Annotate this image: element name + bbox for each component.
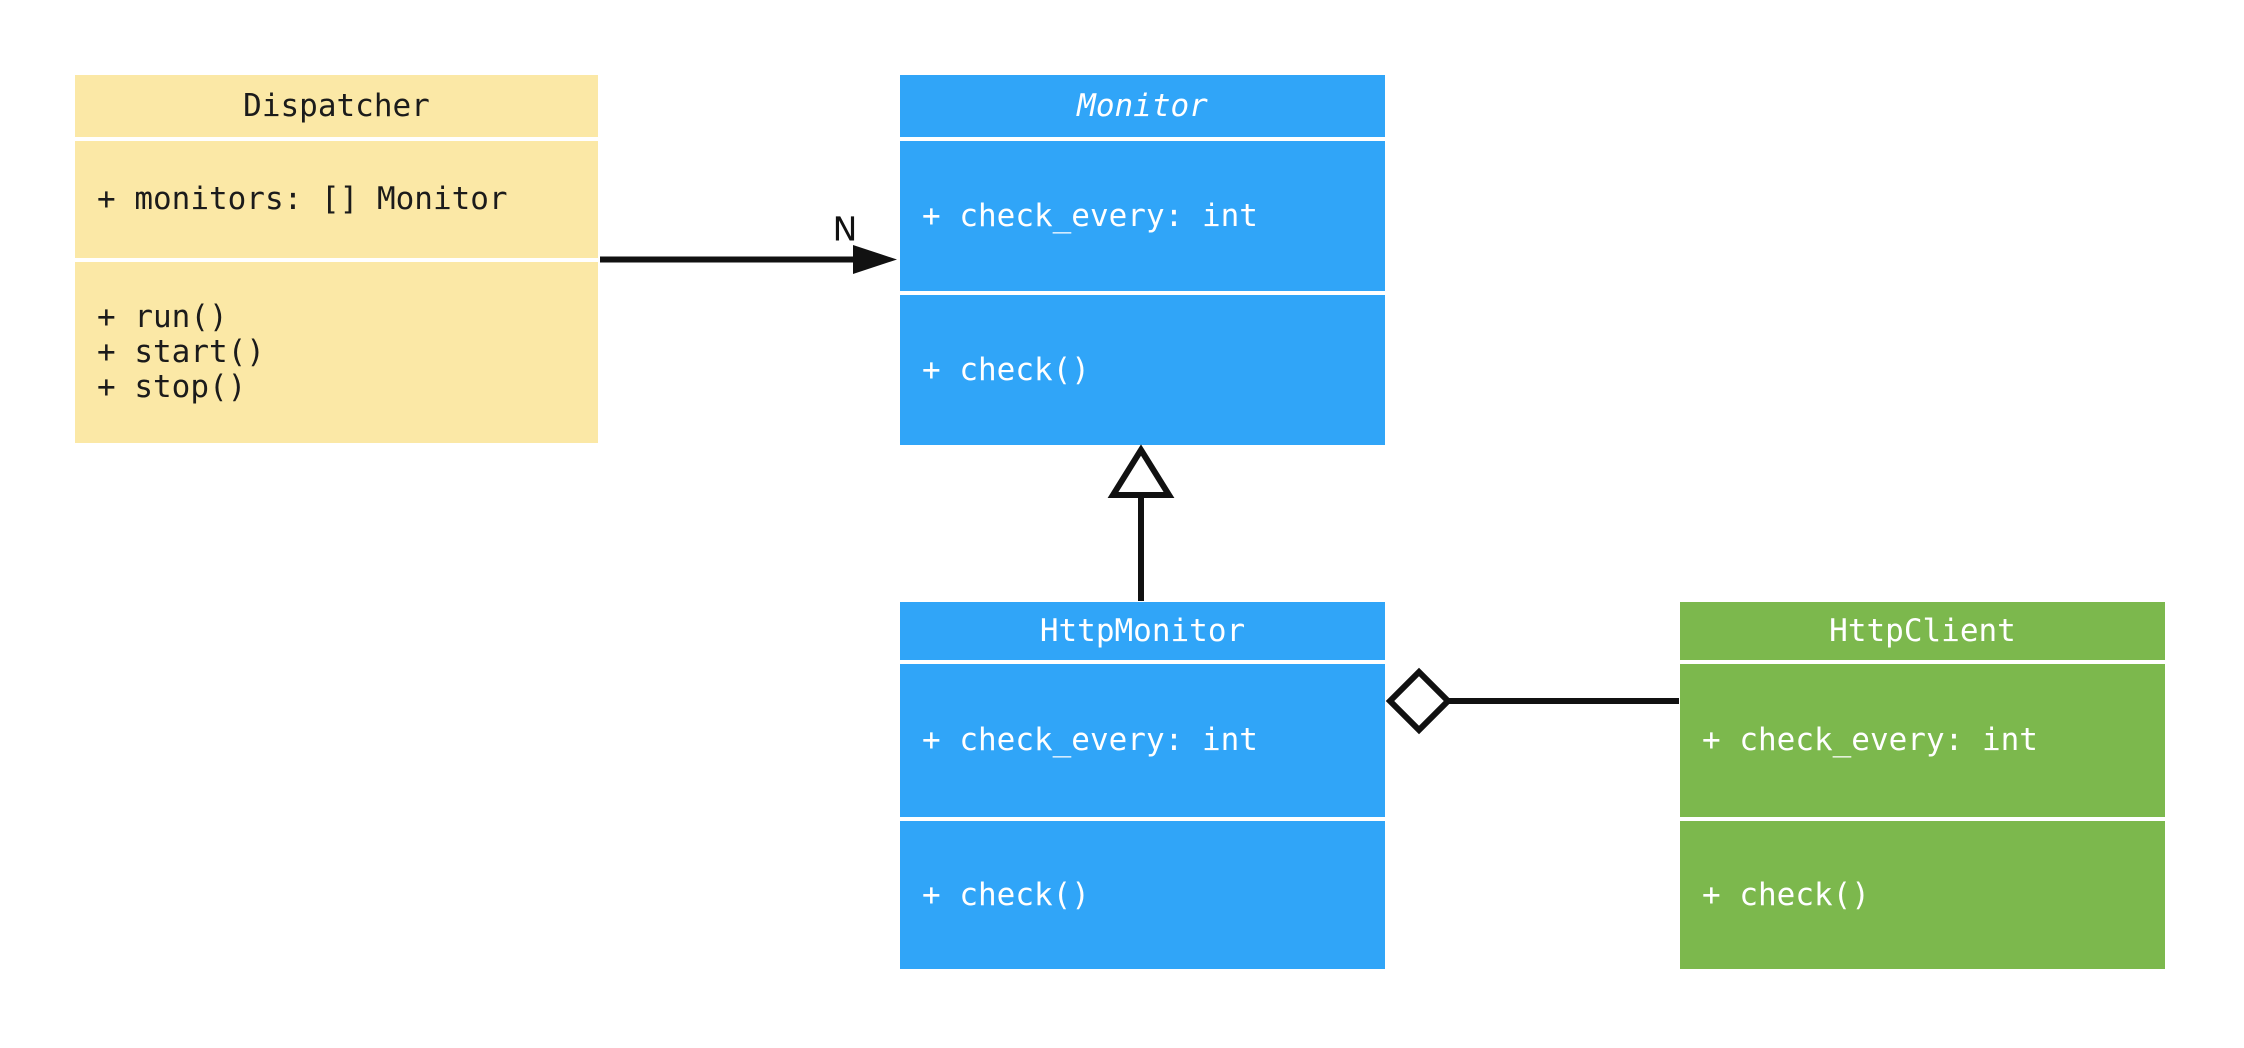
class-httpmonitor-methods: + check() <box>900 821 1385 969</box>
class-httpclient-methods: + check() <box>1680 821 2165 969</box>
class-monitor-attributes: + check_every: int <box>900 141 1385 291</box>
method-line: + stop() <box>97 369 247 405</box>
method-line: + check() <box>922 876 1090 913</box>
class-dispatcher-methods: + run() + start() + stop() <box>75 262 598 443</box>
method-line: + start() <box>97 334 265 370</box>
class-dispatcher-attributes: + monitors: [] Monitor <box>75 141 598 258</box>
association-multiplicity-label: N <box>832 209 858 249</box>
inheritance-triangle-icon <box>1107 444 1175 498</box>
class-httpmonitor: HttpMonitor + check_every: int + check() <box>900 602 1385 969</box>
class-monitor-title: Monitor <box>900 75 1385 137</box>
aggregation-diamond-icon <box>1385 667 1453 735</box>
class-dispatcher-title: Dispatcher <box>75 75 598 137</box>
association-arrowhead-icon <box>853 245 897 274</box>
method-line: + run() <box>97 299 228 335</box>
attribute-line: + check_every: int <box>922 197 1258 234</box>
class-monitor: Monitor + check_every: int + check() <box>900 75 1385 445</box>
class-httpclient-attributes: + check_every: int <box>1680 664 2165 817</box>
attribute-line: + check_every: int <box>1702 722 2038 758</box>
method-line: + check() <box>1702 876 1870 913</box>
class-httpclient: HttpClient + check_every: int + check() <box>1680 602 2165 969</box>
class-dispatcher: Dispatcher + monitors: [] Monitor + run(… <box>75 75 598 443</box>
attribute-line: + monitors: [] Monitor <box>97 181 508 217</box>
class-monitor-methods: + check() <box>900 295 1385 445</box>
class-httpclient-title: HttpClient <box>1680 602 2165 660</box>
method-line: + check() <box>922 351 1090 388</box>
class-httpmonitor-attributes: + check_every: int <box>900 664 1385 817</box>
class-httpmonitor-title: HttpMonitor <box>900 602 1385 660</box>
attribute-line: + check_every: int <box>922 722 1258 758</box>
